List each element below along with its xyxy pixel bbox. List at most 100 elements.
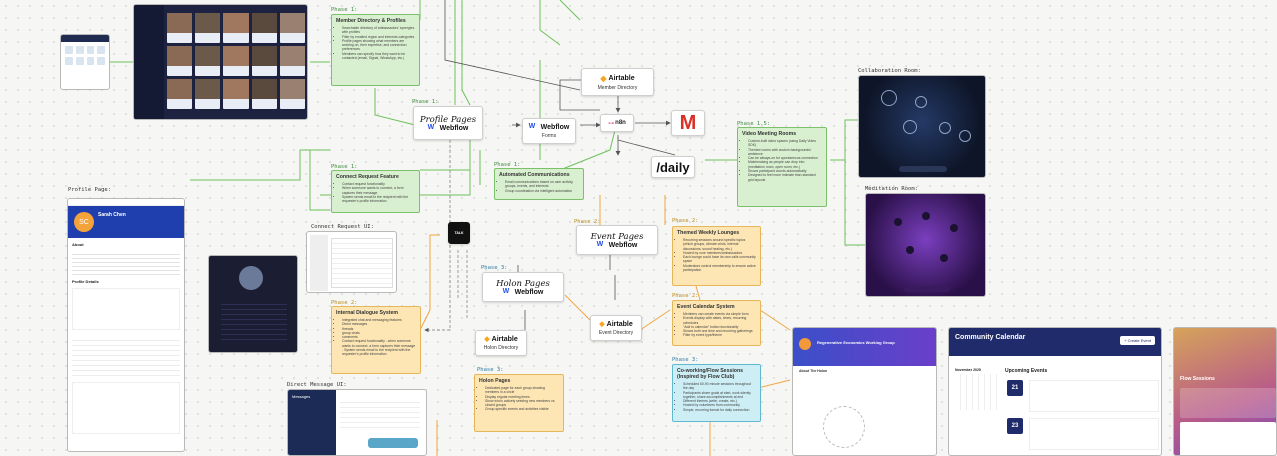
event-card[interactable] — [1029, 380, 1159, 412]
airtable-icon: ◆ — [599, 320, 604, 328]
profile-bio — [72, 251, 180, 275]
member-photo — [195, 13, 220, 33]
member-photo — [223, 13, 248, 33]
note-holon-pages[interactable]: Holon Pages Dedicated page for each grou… — [474, 374, 564, 432]
mini-calendar — [955, 374, 999, 410]
member-card[interactable] — [195, 79, 220, 109]
event-date: 23 — [1007, 418, 1023, 434]
card-daily[interactable]: /daily — [651, 156, 695, 178]
note-event-calendar[interactable]: Event Calendar System Members can create… — [672, 300, 761, 346]
screen-label-collab: Collaboration Room: — [858, 68, 921, 74]
holon-group-screenshot[interactable]: Regenerative Economics Working Group Abo… — [792, 327, 937, 456]
member-directory-screenshot[interactable] — [133, 4, 308, 120]
brand-icon-box[interactable]: TALK — [448, 222, 470, 244]
airtable-icon: ◆ — [600, 74, 606, 83]
event-card[interactable] — [1029, 418, 1159, 450]
sidebar — [310, 235, 328, 291]
profile-page-screenshot[interactable]: SC Sarah Chen About Profile Details — [67, 198, 185, 452]
member-card[interactable] — [252, 79, 277, 109]
note-title: Video Meeting Rooms — [742, 131, 822, 137]
member-photo — [223, 46, 248, 66]
holon-member-circle — [823, 406, 865, 448]
participant — [903, 120, 917, 134]
note-video-meeting-rooms[interactable]: Video Meeting Rooms Custom-built video s… — [737, 127, 827, 207]
note-title: Holon Pages — [479, 378, 559, 384]
member-photo — [280, 46, 305, 66]
airtable-icon: ◆ — [484, 335, 489, 343]
connect-request-screenshot[interactable] — [306, 231, 397, 293]
meditation-room-screenshot[interactable] — [865, 193, 986, 297]
holon-icon — [799, 338, 811, 350]
note-item: Members can specify how they want to be … — [342, 52, 415, 61]
card-subtitle: Member Directory — [598, 85, 638, 91]
member-card[interactable] — [167, 13, 192, 43]
member-photo — [167, 46, 192, 66]
thumbnail-dashboard[interactable] — [60, 34, 110, 90]
note-item: Each lounge could have its own calls com… — [683, 255, 756, 264]
note-automated-communications[interactable]: Automated Communications Email communica… — [494, 168, 584, 200]
phase-label: Phase 1: — [331, 7, 358, 13]
calendar-month: November 2025 — [955, 368, 999, 372]
collaboration-room-screenshot[interactable] — [858, 75, 986, 178]
note-internal-dialogue[interactable]: Internal Dialogue System Integrated chat… — [331, 306, 421, 374]
member-card[interactable] — [252, 13, 277, 43]
note-coworking-sessions[interactable]: Co-working/Flow Sessions (Inspired by Fl… — [672, 364, 761, 422]
member-card[interactable] — [223, 13, 248, 43]
screen-label-meditation: Meditation Room: — [865, 186, 918, 192]
note-title: Connect Request Feature — [336, 174, 415, 180]
card-title: Event Pages — [591, 232, 644, 242]
participant — [939, 122, 951, 134]
card-airtable-event[interactable]: ◆Airtable Event Directory — [590, 315, 642, 341]
dm-sidebar: Messages — [288, 390, 336, 456]
member-photo — [195, 46, 220, 66]
member-card[interactable] — [167, 79, 192, 109]
note-title: Automated Communications — [499, 172, 579, 178]
member-card[interactable] — [223, 46, 248, 76]
member-card[interactable] — [195, 46, 220, 76]
member-photo — [167, 79, 192, 99]
member-card[interactable] — [280, 13, 305, 43]
member-card[interactable] — [223, 79, 248, 109]
create-event-button[interactable]: + Create Event — [1120, 336, 1155, 345]
n8n-label: n8n — [615, 120, 626, 126]
airtable-logo: ◆Airtable — [600, 74, 634, 83]
profile-section-title: Profile Details — [68, 275, 184, 288]
dm-bubble — [368, 438, 418, 448]
dm-thread — [340, 398, 420, 428]
note-item: Profile pages showing what members are w… — [342, 39, 415, 52]
control-bar — [904, 286, 950, 292]
card-airtable-holon[interactable]: ◆Airtable Holon Directory — [475, 330, 527, 356]
card-gmail[interactable]: M — [671, 110, 705, 136]
card-airtable-member[interactable]: ◆Airtable Member Directory — [581, 68, 654, 96]
member-card[interactable] — [280, 79, 305, 109]
member-card[interactable] — [280, 46, 305, 76]
note-item: System sends email to the recipient with… — [342, 195, 415, 204]
note-item: Scheduled 60-90 minute sessions througho… — [683, 382, 756, 391]
participant — [915, 96, 927, 108]
card-n8n[interactable]: ⊶ n8n — [600, 114, 634, 132]
direct-message-screenshot[interactable]: Messages — [287, 389, 427, 456]
flow-sessions-screenshot[interactable]: Flow Sessions — [1173, 327, 1277, 456]
note-item: Email communications based on user activ… — [505, 180, 579, 189]
webflow-logo: WWebflow — [503, 289, 544, 296]
phase-label: Phase 2: — [672, 293, 699, 299]
daily-logo: /daily — [656, 160, 689, 175]
member-card[interactable] — [195, 13, 220, 43]
calendar-title: Community Calendar — [955, 334, 1025, 341]
note-member-directory[interactable]: Member Directory & Profiles Searchable d… — [331, 14, 420, 86]
note-connect-request[interactable]: Connect Request Feature Contact request … — [331, 170, 420, 213]
community-calendar-screenshot[interactable]: Community Calendar + Create Event Novemb… — [948, 327, 1162, 456]
flow-session-card[interactable] — [1180, 388, 1276, 418]
note-item: Group coordination via intelligent autom… — [505, 189, 579, 193]
member-card[interactable] — [167, 46, 192, 76]
note-themed-lounges[interactable]: Themed Weekly Lounges Recurring sessions… — [672, 226, 761, 286]
note-title: Themed Weekly Lounges — [677, 230, 756, 236]
thumbnail-header — [61, 35, 109, 42]
member-card[interactable] — [252, 46, 277, 76]
note-item: Contact request functionality - when som… — [342, 339, 416, 356]
mobile-profile-screenshot[interactable] — [208, 255, 298, 353]
